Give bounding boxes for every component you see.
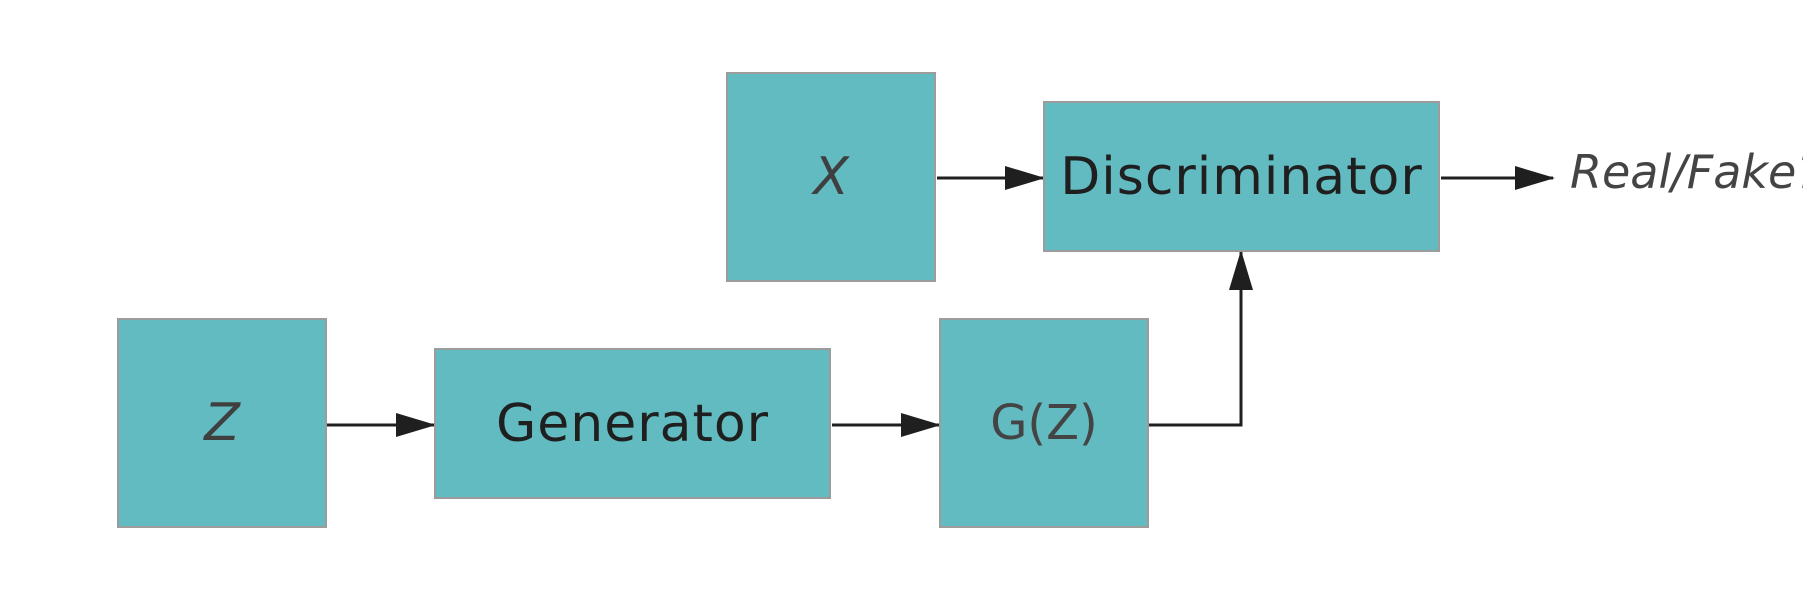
real-data-label: X <box>813 147 849 207</box>
output-label: Real/Fake? <box>1570 145 1803 199</box>
generated-sample-box: G(Z) <box>939 318 1149 528</box>
real-data-box: X <box>726 72 936 282</box>
noise-input-box: Z <box>117 318 327 528</box>
generator-label: Generator <box>495 393 770 454</box>
discriminator-label: Discriminator <box>1060 146 1423 207</box>
generator-box: Generator <box>434 348 831 499</box>
discriminator-box: Discriminator <box>1043 101 1440 252</box>
generated-sample-label: G(Z) <box>990 395 1098 451</box>
arrow-gz-to-discriminator <box>1149 250 1253 427</box>
noise-input-label: Z <box>204 393 240 453</box>
